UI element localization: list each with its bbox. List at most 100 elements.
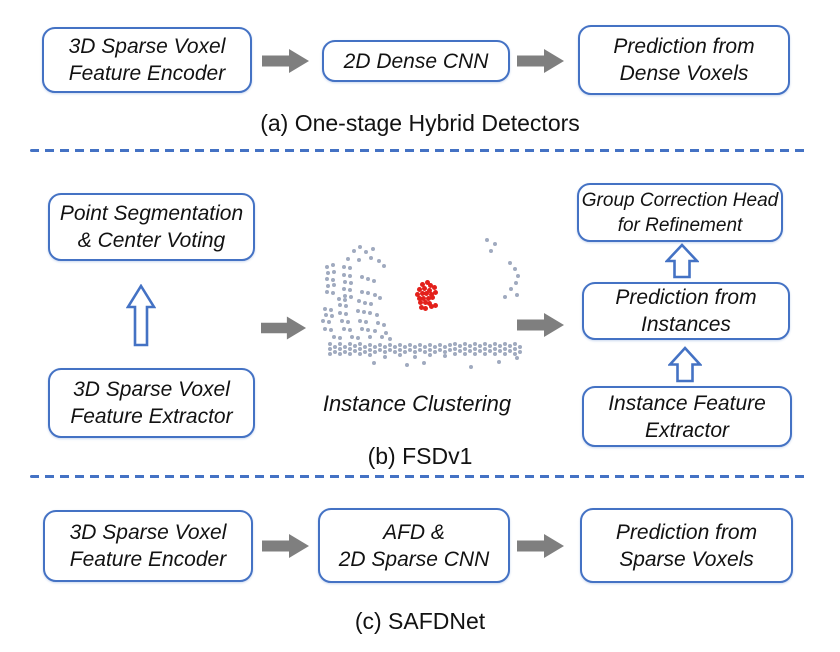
scene-point: [469, 365, 473, 369]
instance-point: [424, 291, 429, 296]
scene-point: [388, 343, 392, 347]
scene-point: [377, 259, 381, 263]
scene-point: [350, 335, 354, 339]
scene-point: [327, 320, 331, 324]
scene-point: [328, 352, 332, 356]
scene-point: [333, 350, 337, 354]
box-label-line: Feature Encoder: [69, 548, 227, 571]
scene-point: [346, 320, 350, 324]
scene-point: [344, 304, 348, 308]
box-3d-sparse-voxel-feature-encoder-c: 3D Sparse Voxel Feature Encoder: [43, 510, 253, 582]
scene-point: [473, 342, 477, 346]
scene-point: [331, 263, 335, 267]
scene-point: [331, 278, 335, 282]
scene-point: [503, 352, 507, 356]
scene-point: [453, 347, 457, 351]
scene-point: [369, 256, 373, 260]
scene-point: [343, 345, 347, 349]
scene-point: [493, 242, 497, 246]
scene-point: [343, 298, 347, 302]
scene-point: [463, 347, 467, 351]
box-label-line: Prediction from: [613, 35, 755, 58]
scene-point: [382, 323, 386, 327]
scene-point: [422, 361, 426, 365]
instance-point: [415, 292, 420, 297]
section-divider: [30, 149, 810, 152]
scene-point: [493, 342, 497, 346]
box-afd-2d-sparse-cnn: AFD & 2D Sparse CNN: [318, 508, 510, 583]
scene-point: [448, 348, 452, 352]
scene-point: [331, 291, 335, 295]
scene-point: [348, 274, 352, 278]
scene-point: [413, 355, 417, 359]
box-prediction-from-instances: Prediction from Instances: [582, 282, 790, 340]
scene-point: [338, 336, 342, 340]
scene-point: [338, 342, 342, 346]
scene-point: [378, 296, 382, 300]
scene-point: [366, 277, 370, 281]
scene-point: [503, 295, 507, 299]
instance-point: [421, 296, 426, 301]
box-prediction-from-sparse-voxels: Prediction from Sparse Voxels: [580, 508, 793, 583]
scene-point: [493, 352, 497, 356]
instance-point: [433, 290, 438, 295]
scene-point: [368, 311, 372, 315]
scene-point: [388, 337, 392, 341]
box-label-line: 3D Sparse Voxel: [68, 35, 226, 58]
scene-point: [515, 356, 519, 360]
scene-point: [360, 327, 364, 331]
scene-point: [333, 345, 337, 349]
box-label-line: Feature Encoder: [68, 62, 226, 85]
box-label-line: Prediction from: [615, 520, 758, 544]
scene-point: [485, 238, 489, 242]
box-2d-dense-cnn: 2D Dense CNN: [322, 40, 510, 82]
scene-point: [368, 335, 372, 339]
scene-point: [342, 327, 346, 331]
scene-point: [405, 363, 409, 367]
scene-point: [328, 342, 332, 346]
box-point-segmentation-center-voting: Point Segmentation & Center Voting: [48, 193, 255, 261]
scene-point: [348, 288, 352, 292]
scene-point: [516, 274, 520, 278]
scene-point: [483, 342, 487, 346]
scene-point: [378, 348, 382, 352]
scene-point: [366, 328, 370, 332]
instance-point: [426, 296, 431, 301]
box-3d-sparse-voxel-feature-encoder-a: 3D Sparse Voxel Feature Encoder: [42, 27, 252, 93]
scene-point: [498, 344, 502, 348]
scene-point: [488, 344, 492, 348]
box-prediction-from-dense-voxels: Prediction from Dense Voxels: [578, 25, 790, 95]
scene-point: [368, 348, 372, 352]
scene-point: [503, 342, 507, 346]
scene-point: [453, 352, 457, 356]
scene-point: [363, 301, 367, 305]
scene-point: [343, 294, 347, 298]
label-instance-clustering: Instance Clustering: [322, 391, 512, 416]
scene-point: [443, 354, 447, 358]
scene-point: [360, 275, 364, 279]
scene-point: [382, 264, 386, 268]
box-instance-feature-extractor: Instance Feature Extractor: [582, 386, 792, 447]
caption-safdnet: (c) SAFDNet: [354, 608, 486, 634]
scene-point: [418, 343, 422, 347]
scene-point: [348, 347, 352, 351]
box-label-line: Feature Extractor: [70, 405, 233, 428]
instance-point: [420, 291, 425, 296]
scene-point: [332, 335, 336, 339]
instance-point: [425, 280, 430, 285]
scene-point: [349, 281, 353, 285]
scene-point: [332, 270, 336, 274]
scene-point: [348, 266, 352, 270]
scene-point: [368, 353, 372, 357]
box-label-line: Instance Feature: [608, 391, 766, 415]
scene-point: [364, 320, 368, 324]
box-3d-sparse-voxel-feature-extractor: 3D Sparse Voxel Feature Extractor: [48, 368, 255, 438]
caption-one-stage-hybrid-detectors: (a) One-stage Hybrid Detectors: [260, 110, 580, 136]
scene-point: [453, 342, 457, 346]
instance-point: [433, 303, 438, 308]
scene-point: [366, 291, 370, 295]
scene-point: [376, 321, 380, 325]
instance-point: [429, 304, 434, 309]
box-label-line: 3D Sparse Voxel: [73, 378, 230, 401]
scene-point: [383, 350, 387, 354]
